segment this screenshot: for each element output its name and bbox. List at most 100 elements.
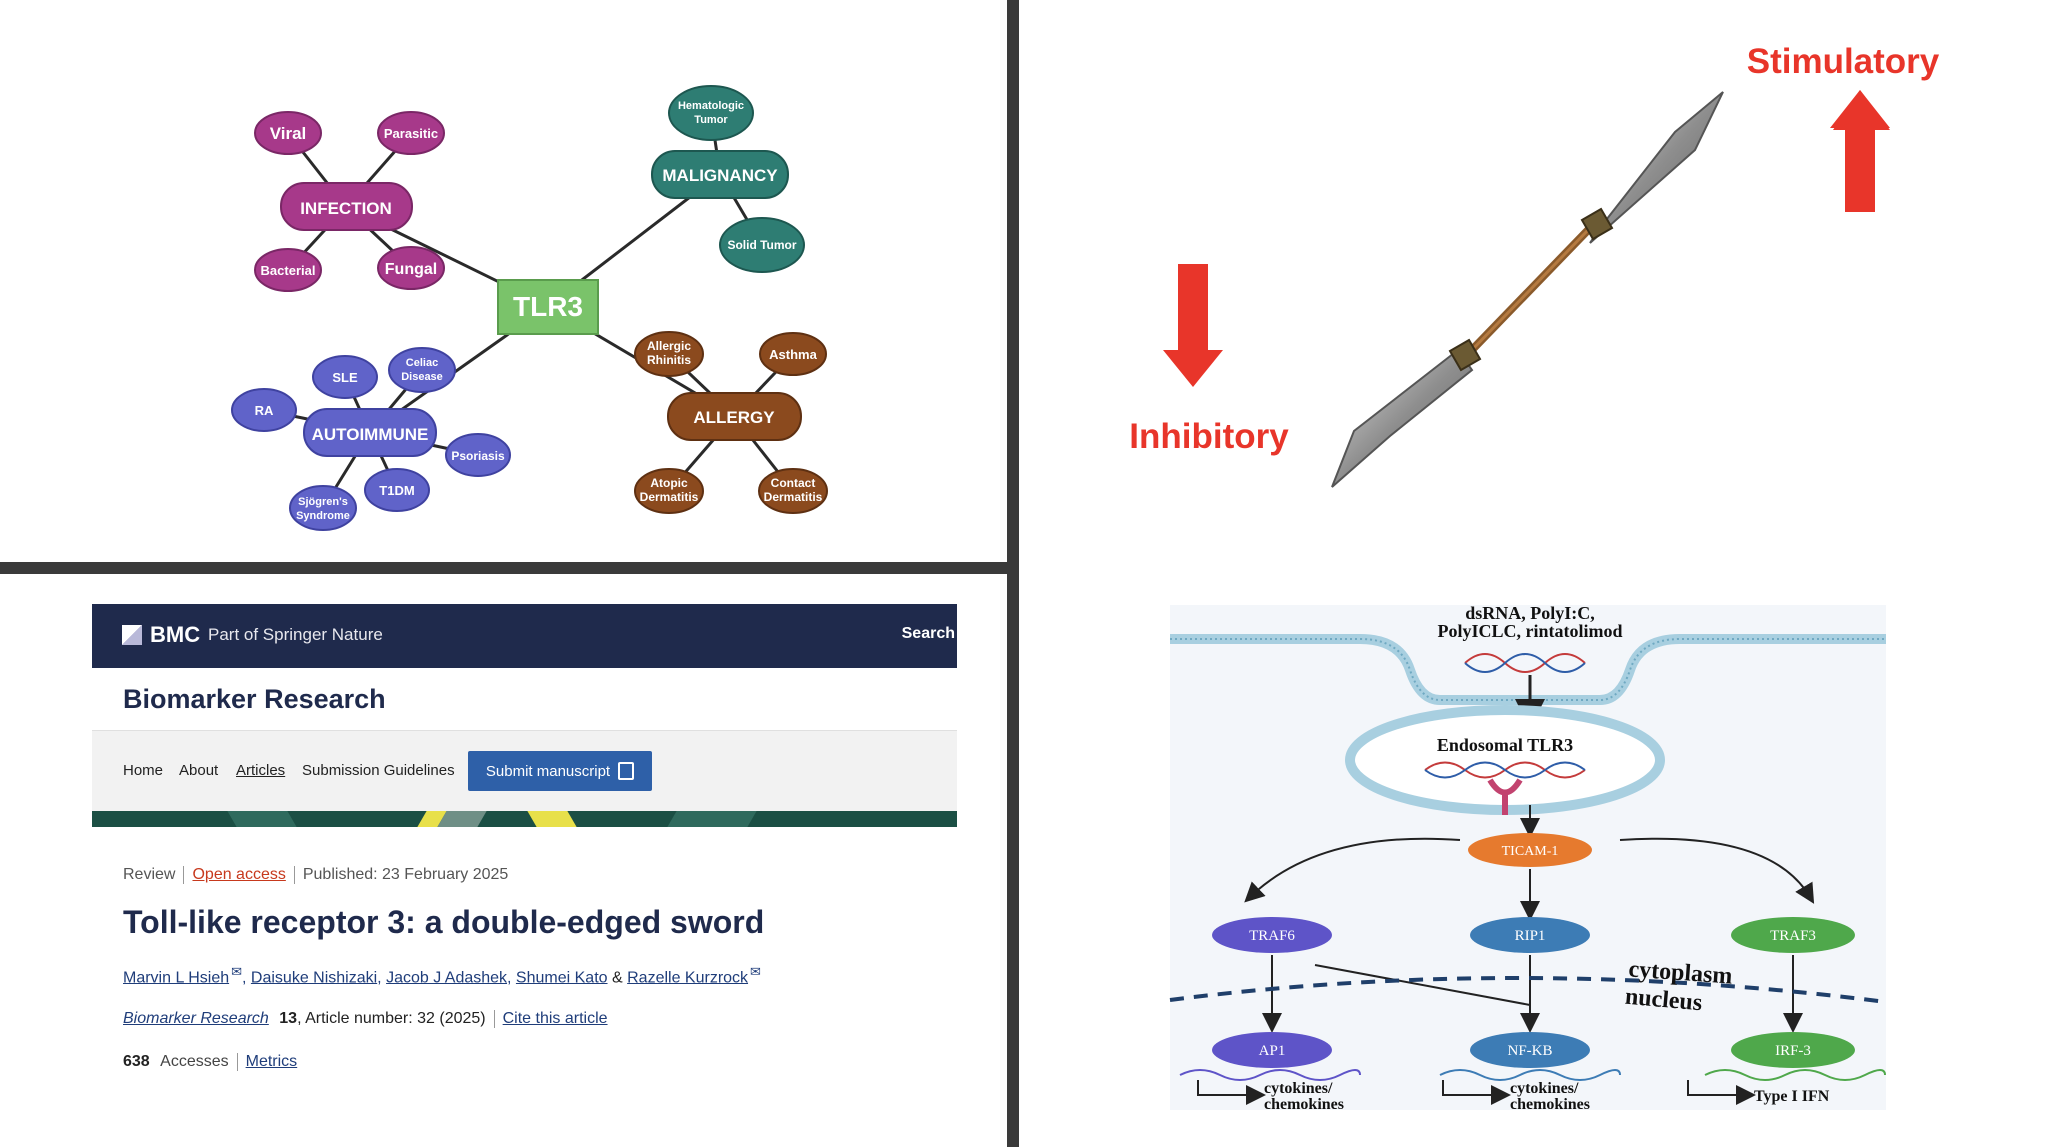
viral-label: Viral	[270, 124, 307, 143]
tlr3-mindmap-panel: TLR3 INFECTION Viral Parasitic Bacterial…	[0, 0, 1005, 562]
article-meta: Review Open access Published: 23 February …	[123, 866, 508, 884]
svg-text:Sjögren's: Sjögren's	[298, 496, 348, 508]
cite-article-link[interactable]: Cite this article	[502, 1010, 608, 1028]
svg-text:Atopic: Atopic	[650, 476, 688, 490]
citation-row: Biomarker Research 13, Article number: 3…	[123, 1010, 608, 1028]
svg-text:Rhinitis: Rhinitis	[647, 353, 691, 367]
traf3-label: TRAF3	[1770, 928, 1816, 944]
ligands-line1: dsRNA, PolyI:C,	[1465, 603, 1595, 623]
traf3-node	[1731, 917, 1855, 953]
author-link[interactable]: Marvin L Hsieh	[123, 969, 230, 987]
allergy-child-node	[758, 468, 828, 514]
upper-blade	[1589, 91, 1724, 244]
horizontal-divider	[0, 562, 1019, 574]
journal-header: Biomarker Research	[92, 668, 957, 731]
allergy-child-node	[634, 331, 704, 377]
bmc-logo[interactable]: BMC	[122, 622, 200, 648]
citation-volume: 13	[279, 1010, 298, 1028]
decorative-banner	[92, 811, 957, 827]
malignancy-label: MALIGNANCY	[662, 166, 778, 185]
autoimmune-label: AUTOIMMUNE	[312, 425, 429, 444]
autoimmune-child-node	[364, 468, 430, 512]
fungal-label: Fungal	[385, 261, 437, 278]
infection-node	[280, 182, 413, 231]
output1-line1: cytokines/	[1264, 1080, 1333, 1097]
bmc-article-header: BMC Part of Springer Nature Search Bioma…	[92, 604, 957, 1071]
parasitic-label: Parasitic	[384, 126, 438, 141]
accesses-label: Accesses	[160, 1053, 229, 1071]
dna-strand-icon	[1704, 1069, 1886, 1081]
autoimmune-child-node	[312, 355, 378, 399]
upper-guard	[1580, 207, 1614, 241]
svg-text:Dermatitis: Dermatitis	[764, 490, 823, 504]
ticam1-node	[1468, 833, 1592, 867]
metrics-link[interactable]: Metrics	[245, 1053, 298, 1071]
external-link-icon	[618, 762, 635, 780]
irf3-label: IRF-3	[1775, 1043, 1811, 1059]
svg-text:Syndrome: Syndrome	[296, 510, 350, 522]
springer-nature-link[interactable]: Part of Springer Nature	[208, 625, 383, 644]
irf3-node	[1731, 1032, 1855, 1068]
citation-journal-link[interactable]: Biomarker Research	[123, 1010, 269, 1028]
malignancy-child-node	[719, 217, 805, 273]
sword-illustration: Stimulatory Inhibitory	[1129, 42, 1940, 488]
author-link[interactable]: Jacob J Adashek	[386, 969, 508, 987]
nfkb-label: NF-KB	[1507, 1043, 1552, 1059]
output2-line2: chemokines	[1510, 1096, 1590, 1113]
article-title: Toll-like receptor 3: a double-edged swo…	[123, 904, 765, 940]
published-date: Published: 23 February 2025	[302, 866, 509, 884]
tlr3-pathway-panel: dsRNA, PolyI:C, PolyICLC, rintatolimod E…	[1020, 575, 2048, 1147]
malignancy-child-node	[668, 85, 754, 141]
psoriasis-label: Psoriasis	[451, 449, 505, 463]
allergy-child-node	[634, 468, 704, 514]
endosome-label: Endosomal TLR3	[1437, 735, 1573, 755]
autoimmune-child-node	[289, 485, 357, 531]
journal-title[interactable]: Biomarker Research	[123, 684, 386, 714]
infection-child-node	[254, 111, 322, 155]
accesses-count: 638	[123, 1053, 150, 1071]
dsrna-icon	[1464, 653, 1586, 673]
nav-home[interactable]: Home	[123, 762, 164, 779]
search-button[interactable]: Search	[901, 625, 955, 642]
nav-articles[interactable]: Articles	[236, 762, 286, 779]
author-link[interactable]: Razelle Kurzrock	[627, 969, 749, 987]
stimulatory-label: Stimulatory	[1747, 42, 1940, 81]
svg-text:Hematologic: Hematologic	[678, 100, 744, 112]
dna-strand-icon	[1439, 1069, 1621, 1081]
ap1-node	[1212, 1032, 1332, 1068]
author-link[interactable]: Shumei Kato	[515, 969, 608, 987]
infection-child-node	[254, 248, 322, 292]
tlr3-receptor-icon	[1487, 778, 1523, 815]
output2-line1: cytokines/	[1510, 1080, 1579, 1097]
allergy-label: ALLERGY	[693, 408, 775, 427]
author-link[interactable]: Daisuke Nishizaki	[250, 969, 378, 987]
traf6-label: TRAF6	[1249, 928, 1295, 944]
nav-submission-guidelines[interactable]: Submission Guidelines	[302, 762, 455, 779]
output3-label: Type I IFN	[1754, 1088, 1830, 1105]
submit-manuscript-label: Submit manuscript	[485, 762, 611, 780]
svg-text:Disease: Disease	[401, 371, 443, 383]
t1dm-label: T1DM	[379, 483, 414, 498]
traf6-node	[1212, 917, 1332, 953]
nav-about[interactable]: About	[179, 762, 219, 779]
allergy-child-node	[759, 332, 827, 376]
lower-guard	[1448, 338, 1482, 372]
email-icon[interactable]: ✉	[231, 964, 243, 979]
svg-text:Tumor: Tumor	[694, 114, 728, 126]
ra-label: RA	[255, 403, 274, 418]
output1-line2: chemokines	[1264, 1096, 1344, 1113]
bmc-top-bar: BMC Part of Springer Nature Search	[92, 604, 957, 668]
open-access-link[interactable]: Open access	[192, 866, 286, 884]
submit-manuscript-button[interactable]: Submit manuscript	[468, 751, 652, 791]
bacterial-label: Bacterial	[261, 263, 316, 278]
article-type: Review	[123, 866, 176, 884]
email-icon[interactable]: ✉	[750, 964, 761, 979]
infection-label: INFECTION	[300, 199, 392, 218]
tlr3-mindmap: TLR3 INFECTION Viral Parasitic Bacterial…	[231, 85, 828, 531]
autoimmune-child-node	[231, 388, 297, 432]
autoimmune-node	[303, 408, 437, 457]
bmc-brand: BMC	[150, 622, 201, 647]
journal-nav: Home About Articles Submission Guideline…	[92, 731, 957, 811]
sle-label: SLE	[332, 370, 358, 385]
ap1-label: AP1	[1259, 1043, 1286, 1059]
